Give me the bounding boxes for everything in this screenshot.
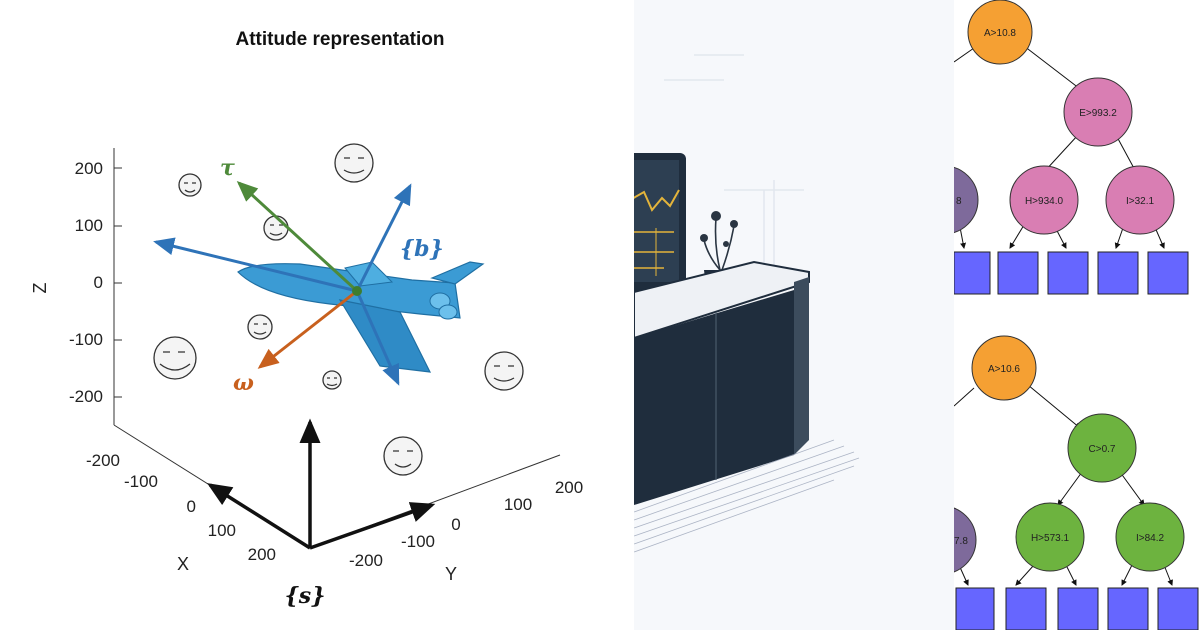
attitude-plot: Attitude representation 200 100 0 -100 -… [30,29,583,609]
z-tick: -200 [69,387,103,406]
troll-face-icon [178,173,202,197]
tree-node-label: 8 [956,196,962,207]
tree-node-child [1067,413,1137,483]
y-tick: 100 [504,495,532,514]
space-frame-label: {s} [285,583,326,609]
tree-node-partial [954,166,979,234]
tree-node-label: A>10.6 [988,364,1020,375]
torque-label: τ [220,155,235,181]
y-tick: 0 [451,515,460,534]
y-tick: -200 [349,551,383,570]
tree-node-left [1015,502,1085,572]
tree-node-label: H>573.1 [1031,533,1070,544]
tree-bottom: A>10.6 C>0.7 7.8 H>573.1 I>84.2 [954,335,1199,630]
tree-node-root [967,0,1033,65]
z-axis-label: Z [30,283,50,294]
y-tick: -100 [401,532,435,551]
tree-node-right [1115,502,1185,572]
attitude-plot-panel: Attitude representation 200 100 0 -100 -… [30,29,584,609]
tree-node-left [1009,165,1079,235]
x-tick: -200 [86,451,120,470]
tree-node-root [971,335,1037,401]
desk-icon [634,260,810,505]
tree-leaf [1047,251,1089,295]
tree-leaf [1147,251,1189,295]
torque-vector [236,180,359,293]
tree-top: A>10.8 E>993.2 8 H>934.0 I>32.1 [954,0,1189,295]
tree-leaf [1097,251,1139,295]
background-sketch [664,54,804,265]
plot-title: Attitude representation [235,29,444,50]
shuttle-center-point [352,286,362,296]
x-tick: 100 [208,521,236,540]
x-axis-label: X [177,554,189,574]
tree-node-label: 7.8 [954,536,968,547]
angular-velocity-label: ω [233,370,254,396]
tree-node-label: A>10.8 [984,28,1016,39]
tree-leaf [997,251,1039,295]
z-tick: 200 [75,159,103,178]
tree-leaf [1005,587,1047,630]
body-frame-axes [153,183,412,386]
tree-leaf [954,251,991,295]
z-tick: -100 [69,330,103,349]
desk-illustration-panel [634,0,954,630]
z-tick: 100 [75,216,103,235]
troll-face-icons [153,143,524,476]
troll-face-icon [484,351,524,391]
tree-leaf [1107,587,1149,630]
tree-node-label: C>0.7 [1089,444,1116,455]
tree-node-label: H>934.0 [1025,196,1064,207]
tree-node-label: E>993.2 [1079,108,1117,119]
y-tick: 200 [555,478,583,497]
troll-face-icon [334,143,374,183]
tree-node-right [1105,165,1175,235]
tree-leaf [1057,587,1099,630]
desk-illustration [634,54,860,553]
troll-face-icon [247,314,273,340]
troll-face-icon [383,436,423,476]
decision-trees: A>10.8 E>993.2 8 H>934.0 I>32.1 [954,0,1199,630]
body-frame-label: {b} [400,236,444,262]
decision-trees-panel: A>10.8 E>993.2 8 H>934.0 I>32.1 [954,0,1200,630]
x-tick: 0 [187,497,196,516]
x-tick: -100 [124,472,158,491]
tree-node-partial [954,507,977,573]
tree-node-label: I>32.1 [1126,196,1155,207]
space-frame-axes [207,418,436,550]
troll-face-icon [153,336,197,380]
tree-node-label: I>84.2 [1136,533,1165,544]
y-axis-label: Y [445,564,457,584]
monitor-icon [634,153,686,293]
tree-node-child [1063,77,1133,147]
x-tick: 200 [248,545,276,564]
tree-leaf [955,587,995,630]
plot-ticks [114,167,122,398]
z-tick: 0 [94,273,103,292]
tree-leaf [1157,587,1199,630]
troll-face-icon [322,370,342,390]
troll-face-icon [263,215,289,241]
space-shuttle-icon [237,261,485,373]
floor-hatching [634,439,860,553]
angular-velocity-vector [257,289,358,369]
